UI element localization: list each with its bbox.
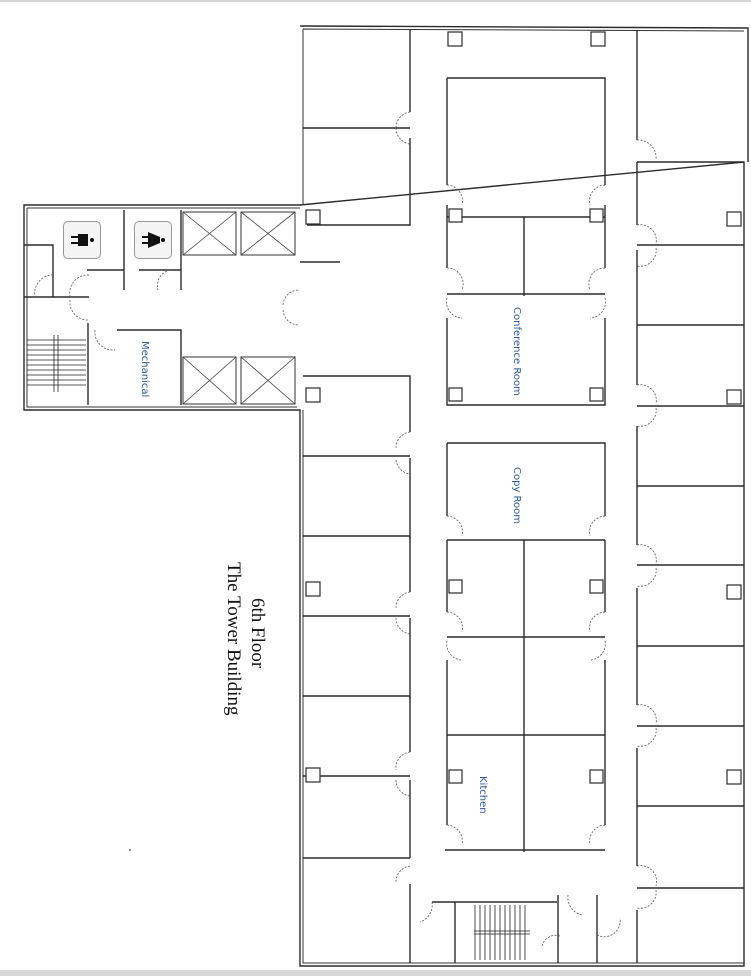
conference-room-label: Conference Room [511, 307, 522, 396]
mechanical-label: Mechanical [139, 341, 150, 398]
structural-columns [305, 31, 742, 785]
copy-room-label: Copy Room [511, 467, 522, 525]
right-office-column [636, 30, 744, 963]
bottom-stair-area [419, 894, 621, 963]
outer-walls [23, 25, 749, 967]
kitchen-label: Kitchen [477, 776, 488, 814]
floor-title: 6th Floor [247, 598, 268, 669]
central-core [445, 77, 606, 852]
stray-mark [129, 849, 131, 851]
women-restroom-icon [134, 221, 172, 259]
west-wing [24, 210, 340, 405]
page-top-border [0, 0, 751, 2]
building-title: The Tower Building [223, 562, 244, 716]
page-bottom-border [0, 970, 751, 976]
left-office-column [303, 30, 411, 963]
men-restroom-icon [63, 221, 101, 259]
